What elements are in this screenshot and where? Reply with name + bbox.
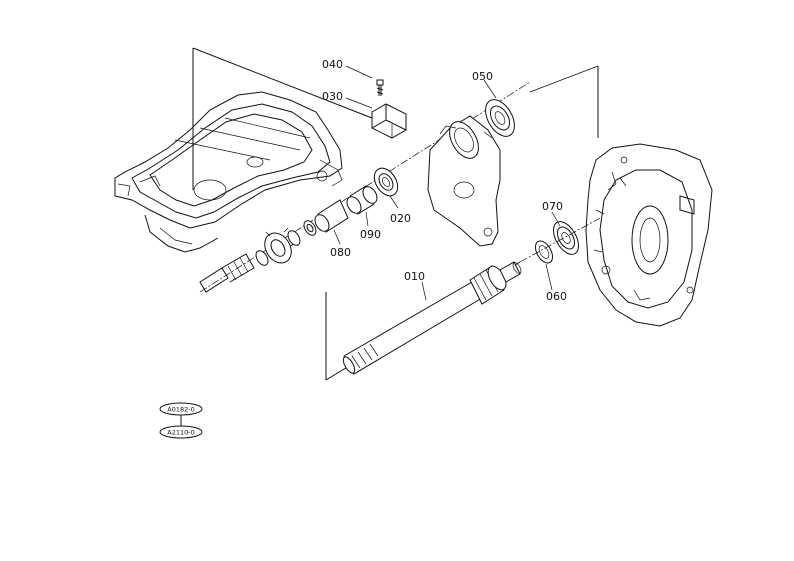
bearing-plate <box>427 115 501 247</box>
ref-top: A0182-0 <box>167 406 194 414</box>
main-shaft-010 <box>342 217 601 375</box>
callout-010: 010 <box>404 270 425 283</box>
ref-bottom: A2110-0 <box>167 429 194 437</box>
bearing-020 <box>373 167 399 197</box>
bearing-050 <box>485 99 515 137</box>
callout-090: 090 <box>360 228 381 241</box>
callout-labels: 040 030 050 020 090 080 070 060 010 <box>322 58 567 303</box>
callout-040: 040 <box>322 58 343 71</box>
left-housing <box>114 91 343 253</box>
bearing-070 <box>553 221 579 255</box>
left-shaft-assembly <box>199 185 378 293</box>
callout-020: 020 <box>390 212 411 225</box>
callout-080: 080 <box>330 246 351 259</box>
leader-lines <box>333 65 561 301</box>
seal-060 <box>534 240 554 264</box>
callout-070: 070 <box>542 200 563 213</box>
ref-oval-bottom <box>159 425 203 439</box>
screw-040 <box>376 79 384 96</box>
bracket-030 <box>371 103 407 139</box>
right-housing <box>585 143 713 327</box>
callout-030: 030 <box>322 90 343 103</box>
callout-050: 050 <box>472 70 493 83</box>
callout-060: 060 <box>546 290 567 303</box>
reference-codes: A0182-0 A2110-0 <box>159 402 203 439</box>
left-shaft-centerline <box>199 81 531 293</box>
